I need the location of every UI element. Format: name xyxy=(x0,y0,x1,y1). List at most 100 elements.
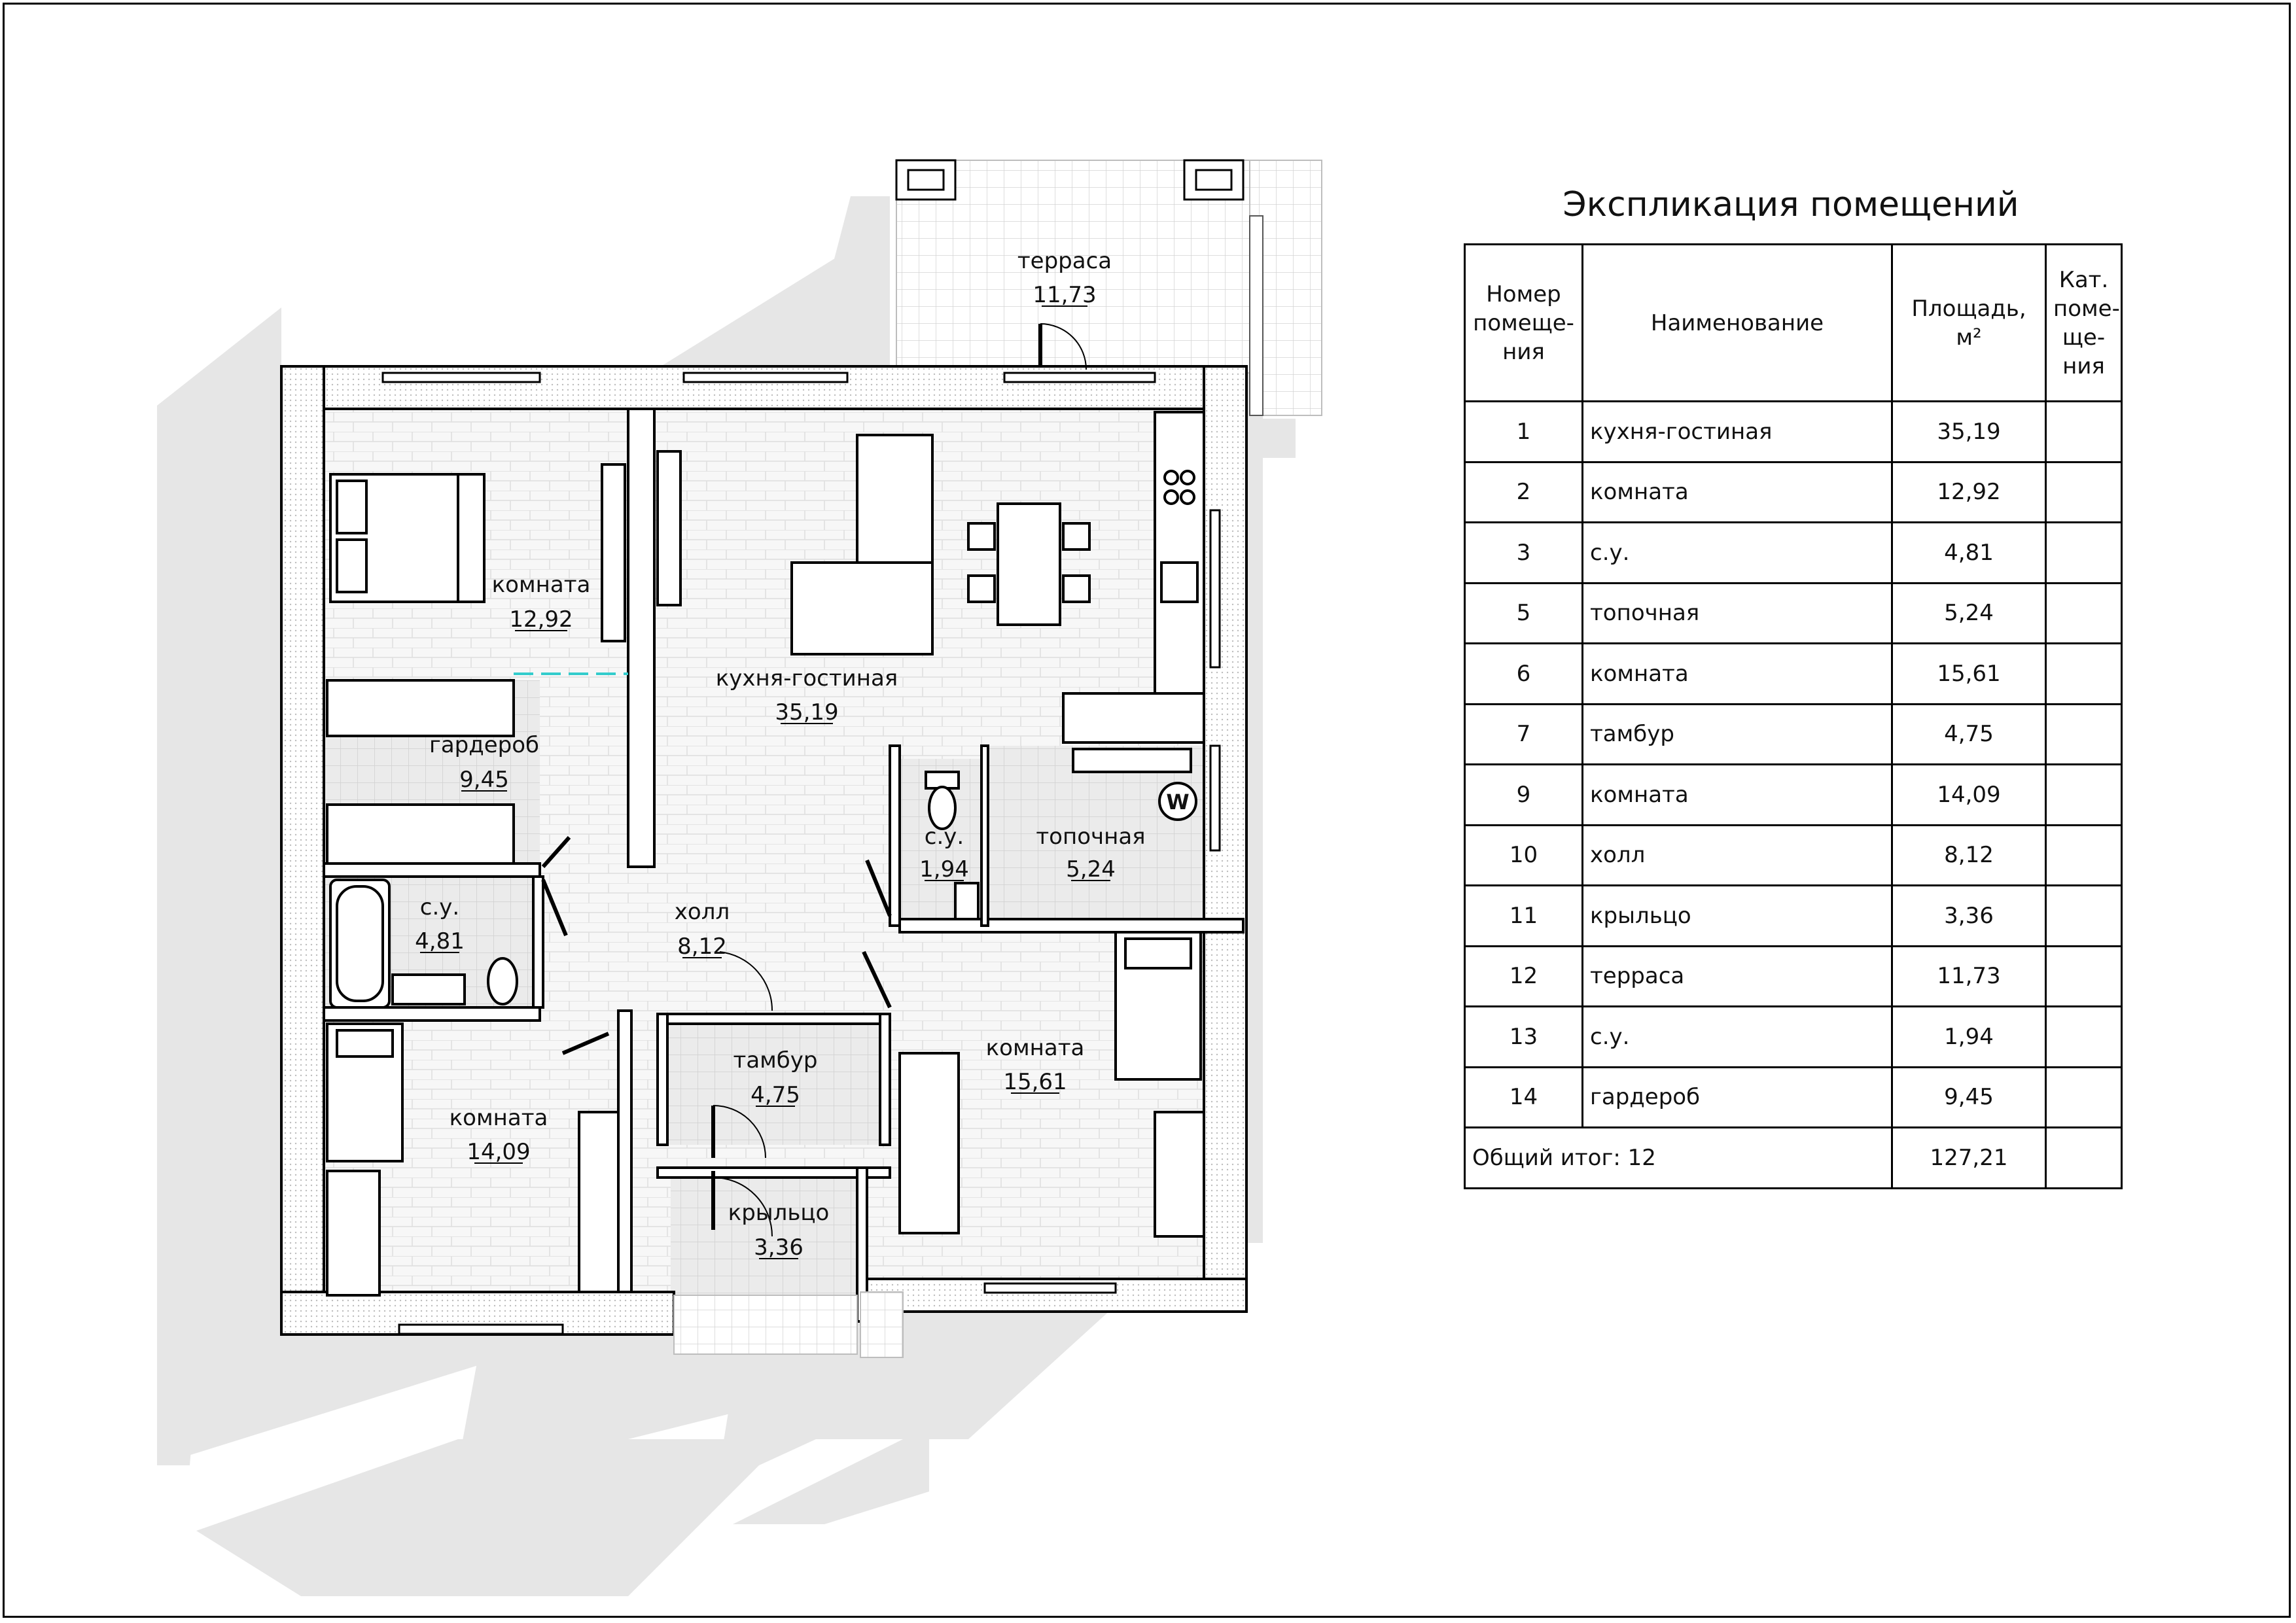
boiler-symbol: W xyxy=(1166,790,1189,814)
row-category xyxy=(2045,763,2123,826)
explication-header-row: Номер помеще- ния Наименование Площадь, … xyxy=(1464,243,2123,402)
row-name: с.у. xyxy=(1581,521,1893,584)
row-name: терраса xyxy=(1581,945,1893,1007)
room-area-boiler: 5,24 xyxy=(1066,856,1116,882)
room-area-hall: 8,12 xyxy=(677,934,727,960)
room-name-boiler: топочная xyxy=(1036,824,1145,850)
row-category xyxy=(2045,824,2123,886)
room-name-bedroom3: комната xyxy=(450,1105,548,1131)
row-area: 12,92 xyxy=(1891,461,2047,523)
room-name-bedroom2: комната xyxy=(986,1035,1085,1061)
row-area: 8,12 xyxy=(1891,824,2047,886)
bed-single-3 xyxy=(326,1022,620,1297)
row-area: 1,94 xyxy=(1891,1005,2047,1068)
row-area: 5,24 xyxy=(1891,582,2047,644)
row-name: комната xyxy=(1581,642,1893,705)
row-number: 9 xyxy=(1464,763,1583,826)
row-name: крыльцо xyxy=(1581,884,1893,947)
room-area-bedroom1: 12,92 xyxy=(509,606,573,633)
room-name-porch: крыльцо xyxy=(728,1200,830,1226)
row-category xyxy=(2045,703,2123,765)
row-area: 3,36 xyxy=(1891,884,2047,947)
row-number: 10 xyxy=(1464,824,1583,886)
room-area-bedroom2: 15,61 xyxy=(1003,1069,1067,1095)
row-category xyxy=(2045,642,2123,705)
room-area-bedroom3: 14,09 xyxy=(467,1139,530,1165)
room-area-terrace: 11,73 xyxy=(1033,282,1096,308)
row-name: с.у. xyxy=(1581,1005,1893,1068)
explication-total-row: Общий итог: 12 127,21 xyxy=(1464,1126,2123,1189)
header-category: Кат. поме- ще- ния xyxy=(2045,243,2123,402)
door-arcs xyxy=(713,323,1087,1237)
header-area: Площадь, м² xyxy=(1891,243,2047,402)
room-name-kitchen: кухня-гостиная xyxy=(716,665,898,691)
row-area: 9,45 xyxy=(1891,1066,2047,1128)
total-area: 127,21 xyxy=(1891,1126,2047,1189)
row-number: 13 xyxy=(1464,1005,1583,1068)
windows xyxy=(381,372,1221,1335)
total-category xyxy=(2045,1126,2123,1189)
row-category xyxy=(2045,945,2123,1007)
terrace xyxy=(895,159,1322,416)
row-name: комната xyxy=(1581,461,1893,523)
row-number: 2 xyxy=(1464,461,1583,523)
row-number: 7 xyxy=(1464,703,1583,765)
porch xyxy=(673,1291,904,1358)
row-area: 15,61 xyxy=(1891,642,2047,705)
header-number: Номер помеще- ния xyxy=(1464,243,1583,402)
row-name: комната xyxy=(1581,763,1893,826)
row-area: 4,81 xyxy=(1891,521,2047,584)
bed-single-2 xyxy=(898,931,1205,1238)
bed-double xyxy=(329,473,486,603)
row-name: кухня-гостиная xyxy=(1581,400,1893,463)
row-area: 11,73 xyxy=(1891,945,2047,1007)
row-number: 6 xyxy=(1464,642,1583,705)
row-name: топочная xyxy=(1581,582,1893,644)
room-name-bath1: с.у. xyxy=(420,894,459,920)
room-name-hall: холл xyxy=(675,899,730,925)
kitchen-counter xyxy=(1062,411,1205,773)
row-number: 12 xyxy=(1464,945,1583,1007)
row-number: 1 xyxy=(1464,400,1583,463)
room-labels: терраса 11,73 комната 12,92 кухня-гостин… xyxy=(415,248,1145,1261)
row-category xyxy=(2045,1066,2123,1128)
row-category xyxy=(2045,461,2123,523)
toilet xyxy=(925,771,980,920)
row-category xyxy=(2045,582,2123,644)
row-category xyxy=(2045,400,2123,463)
room-area-porch: 3,36 xyxy=(754,1234,804,1261)
row-name: тамбур xyxy=(1581,703,1893,765)
wardrobe-units xyxy=(326,450,682,865)
sofa xyxy=(790,434,934,655)
row-area: 14,09 xyxy=(1891,763,2047,826)
room-area-vestibule: 4,75 xyxy=(751,1082,800,1108)
walls xyxy=(280,365,1248,1336)
room-name-wardrobe: гардероб xyxy=(429,732,539,758)
room-name-vestibule: тамбур xyxy=(733,1047,818,1073)
explication-title: Экспликация помещений xyxy=(1563,185,2019,224)
row-area: 35,19 xyxy=(1891,400,2047,463)
row-category xyxy=(2045,521,2123,584)
row-area: 4,75 xyxy=(1891,703,2047,765)
dining-table xyxy=(967,502,1091,626)
bathtub xyxy=(329,879,518,1009)
room-area-bath2: 1,94 xyxy=(919,856,969,882)
total-label: Общий итог: 12 xyxy=(1464,1126,1893,1189)
sheet-frame xyxy=(3,3,2291,1618)
room-area-kitchen: 35,19 xyxy=(775,699,838,725)
row-number: 5 xyxy=(1464,582,1583,644)
